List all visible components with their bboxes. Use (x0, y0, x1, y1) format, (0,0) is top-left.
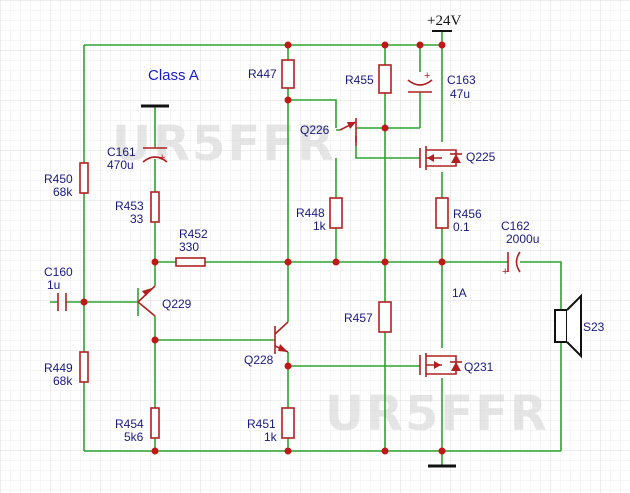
c162-value: 2000u (506, 232, 539, 246)
svg-text:+: + (424, 70, 430, 82)
r457-body (378, 301, 392, 333)
supply-symbol: +24V (427, 13, 461, 32)
c161-ref: C161 (107, 145, 136, 159)
q226-ref: Q226 (300, 123, 330, 137)
r450-value: 68k (53, 185, 73, 199)
r456-ref: R456 (453, 207, 482, 221)
c163-symbol: + (407, 70, 433, 93)
q231-mosfet (419, 353, 462, 377)
r452-value: 330 (179, 240, 199, 254)
c162-ref: C162 (501, 219, 530, 233)
r448-body (329, 197, 343, 229)
r457-ref: R457 (344, 311, 373, 325)
r450-ref: R450 (44, 172, 73, 186)
r449-ref: R449 (44, 361, 73, 375)
c160-value: 1u (47, 278, 60, 292)
r449-value: 68k (53, 374, 73, 388)
r451-body (281, 407, 295, 439)
svg-text:+24V: +24V (427, 13, 461, 29)
r450-body (79, 162, 89, 194)
q225-mosfet (419, 146, 462, 170)
r451-ref: R451 (247, 417, 276, 431)
svg-text:+: + (159, 152, 165, 164)
r448-ref: R448 (296, 206, 325, 220)
r454-body (150, 407, 160, 439)
q228-ref: Q228 (244, 353, 274, 367)
c160-ref: C160 (44, 265, 73, 279)
junctions (80, 41, 446, 455)
q225-ref: Q225 (466, 150, 496, 164)
svg-text:+: + (502, 266, 508, 278)
wires (50, 31, 562, 465)
r453-ref: R453 (115, 199, 144, 213)
r447-ref: R447 (248, 67, 277, 81)
q229-ref: Q229 (162, 297, 192, 311)
current-label: 1A (452, 286, 467, 300)
c161-value: 470u (107, 158, 134, 172)
r455-ref: R455 (345, 73, 374, 87)
r452-ref: R452 (179, 227, 208, 241)
q229-transistor (137, 285, 156, 317)
watermark-bottom: UR5FFR (325, 386, 549, 442)
c163-ref: C163 (447, 73, 476, 87)
c161-symbol: + (142, 147, 168, 164)
r451-value: 1k (264, 430, 278, 444)
r449-body (79, 351, 89, 383)
q226-transistor (339, 118, 357, 146)
r447-body (281, 59, 295, 89)
q231-ref: Q231 (464, 360, 494, 374)
r454-value: 5k6 (124, 430, 144, 444)
c162-symbol: + (502, 251, 521, 278)
r456-value: 0.1 (453, 220, 470, 234)
c163-value: 47u (450, 87, 470, 101)
r452-body (175, 257, 206, 267)
r454-ref: R454 (115, 417, 144, 431)
s23-speaker (554, 293, 582, 359)
c160-symbol (57, 293, 67, 311)
s23-ref: S23 (583, 320, 605, 334)
r455-body (378, 64, 392, 94)
r456-body (435, 197, 449, 229)
r448-value: 1k (313, 219, 327, 233)
watermark-top: UR5FFR (112, 116, 336, 172)
q228-transistor (274, 321, 289, 354)
r453-value: 33 (130, 212, 144, 226)
diagram-title: Class A (148, 67, 199, 84)
r453-body (150, 191, 160, 223)
